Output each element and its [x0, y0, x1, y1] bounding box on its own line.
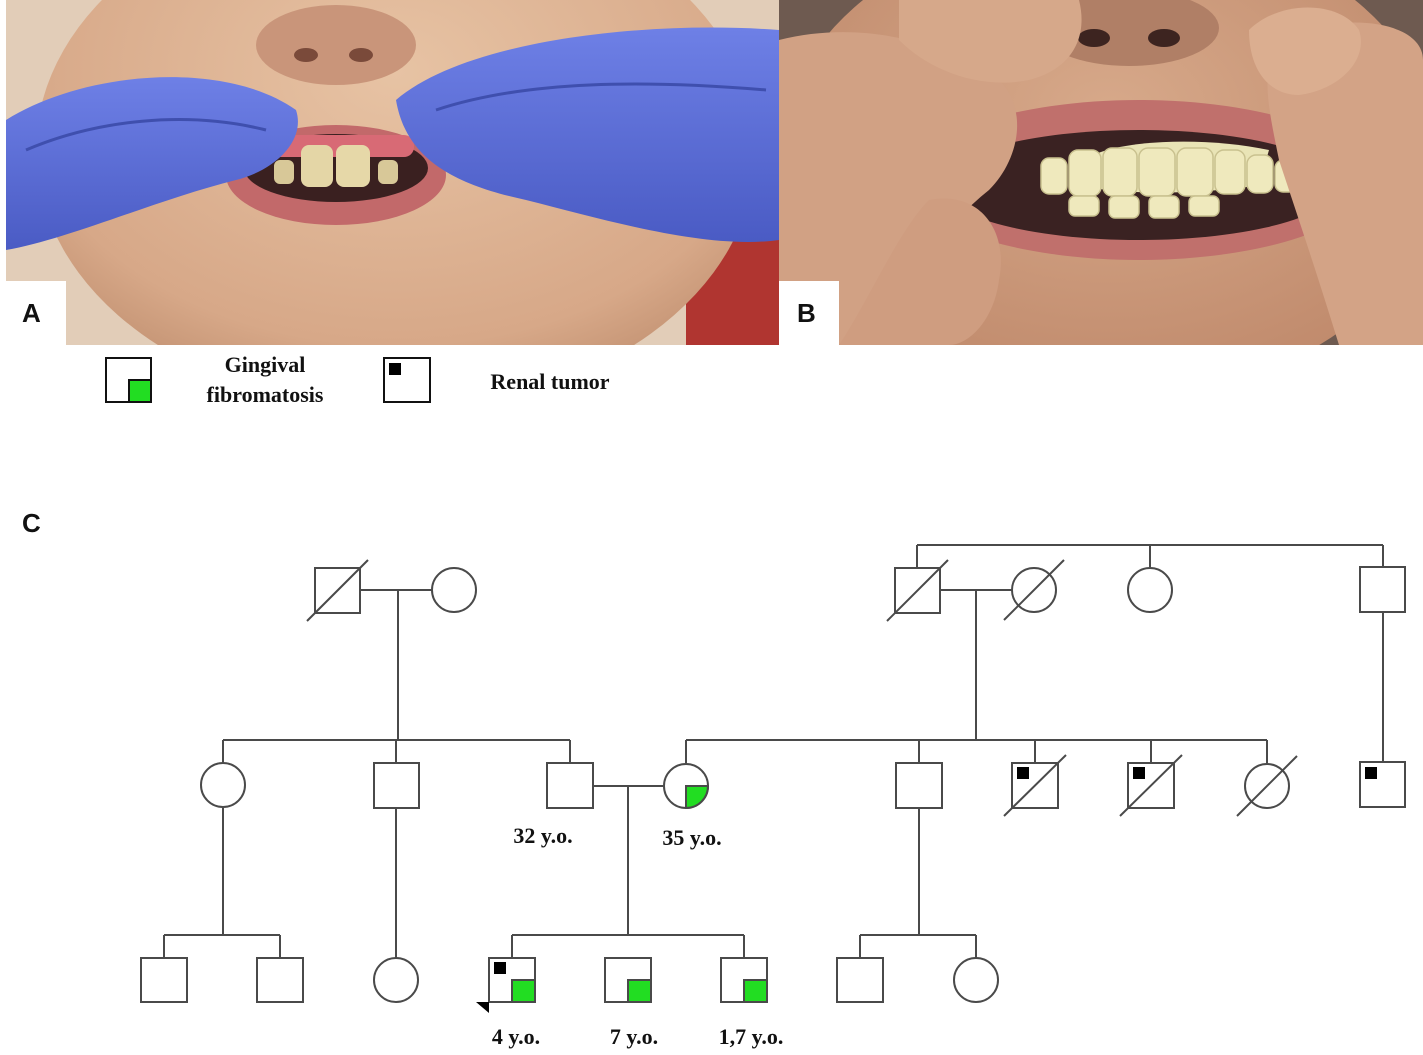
legend-gingival-fibromatosis-label: Gingival fibromatosis	[180, 350, 350, 410]
age-child2: 7 y.o.	[610, 1024, 658, 1049]
cousin-female-2	[953, 957, 999, 1003]
father	[546, 762, 594, 809]
maternal-uncle	[895, 762, 943, 809]
age-father: 32 y.o.	[513, 823, 572, 848]
photo-b-adult-gingiva	[779, 0, 1423, 345]
photo-a-child-gingiva	[6, 0, 779, 345]
age-child3: 1,7 y.o.	[719, 1024, 784, 1049]
maternal-uncle-renal-tumor-deceased-1	[1003, 754, 1067, 817]
legend-renal-symbol	[383, 357, 431, 403]
paternal-uncle	[373, 762, 420, 809]
sibling-affected-gingival-1	[604, 957, 652, 1003]
maternal-aunt-deceased	[1236, 755, 1298, 817]
cousin-male-3	[836, 957, 884, 1003]
legend-gingival-symbol	[105, 357, 152, 403]
age-mother: 35 y.o.	[662, 825, 721, 850]
age-child1: 4 y.o.	[492, 1024, 540, 1049]
cousin-renal-tumor	[1359, 761, 1406, 808]
maternal-grandmother-deceased	[1003, 559, 1065, 621]
sibling-affected-gingival-2	[720, 957, 768, 1003]
paternal-grandfather-deceased	[306, 559, 369, 622]
panel-label-c: C	[22, 508, 41, 538]
great-aunt	[1127, 567, 1173, 613]
maternal-grandfather-deceased	[886, 559, 949, 622]
cousin-male-1	[140, 957, 188, 1003]
panel-label-b: B	[779, 281, 839, 345]
panel-label-a: A	[0, 281, 66, 345]
paternal-aunt	[200, 762, 246, 808]
mother-affected-gingival	[663, 763, 710, 810]
maternal-uncle-renal-tumor-deceased-2	[1119, 754, 1183, 817]
legend-gingival-line2: fibromatosis	[206, 382, 324, 407]
legend-renal-tumor-label: Renal tumor	[490, 369, 610, 394]
proband-affected-both	[476, 957, 536, 1013]
cousin-male-2	[256, 957, 304, 1003]
great-uncle	[1359, 566, 1406, 613]
cousin-female	[373, 957, 419, 1003]
legend-gingival-line1: Gingival	[224, 352, 306, 377]
paternal-grandmother	[431, 567, 477, 613]
